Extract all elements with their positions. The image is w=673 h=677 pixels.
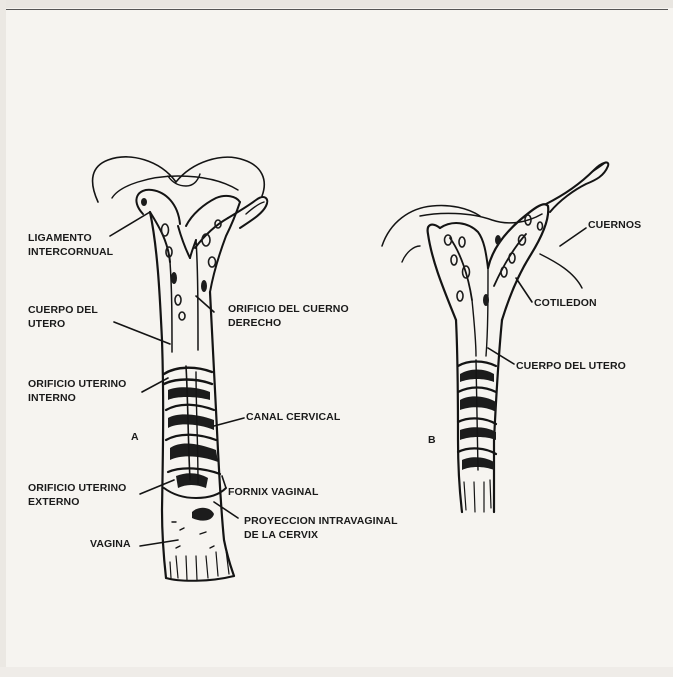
label-fornix-vaginal: FORNIX VAGINAL bbox=[228, 485, 318, 499]
panel-letter-a: A bbox=[131, 430, 139, 444]
label-line: ORIFICIO DEL CUERNO bbox=[228, 302, 349, 316]
label-orificio-uterino-interno: ORIFICIO UTERINO INTERNO bbox=[28, 377, 126, 405]
label-cuernos: CUERNOS bbox=[588, 218, 641, 232]
label-line: COTILEDON bbox=[534, 296, 597, 310]
label-cuerpo-del-utero-a: CUERPO DEL UTERO bbox=[28, 303, 98, 331]
label-line: FORNIX VAGINAL bbox=[228, 485, 318, 499]
diagram-b-drawing bbox=[382, 162, 608, 512]
label-cotiledon: COTILEDON bbox=[534, 296, 597, 310]
label-line: CUERPO DEL UTERO bbox=[516, 359, 626, 373]
label-vagina: VAGINA bbox=[90, 537, 131, 551]
label-cuerpo-del-utero-b: CUERPO DEL UTERO bbox=[516, 359, 626, 373]
label-line: INTERCORNUAL bbox=[28, 245, 113, 259]
label-line: ORIFICIO UTERINO bbox=[28, 377, 126, 391]
diagram-a-drawing bbox=[93, 157, 268, 581]
cervix-rings-b bbox=[458, 360, 496, 470]
cervix-rings-a bbox=[164, 366, 220, 488]
label-line: DE LA CERVIX bbox=[244, 528, 398, 542]
label-line: INTERNO bbox=[28, 391, 126, 405]
label-line: EXTERNO bbox=[28, 495, 126, 509]
label-orificio-del-cuerno-derecho: ORIFICIO DEL CUERNO DERECHO bbox=[228, 302, 349, 330]
label-line: PROYECCION INTRAVAGINAL bbox=[244, 514, 398, 528]
label-line: B bbox=[428, 433, 436, 447]
label-line: ORIFICIO UTERINO bbox=[28, 481, 126, 495]
label-canal-cervical: CANAL CERVICAL bbox=[246, 410, 340, 424]
label-orificio-uterino-externo: ORIFICIO UTERINO EXTERNO bbox=[28, 481, 126, 509]
label-line: CANAL CERVICAL bbox=[246, 410, 340, 424]
panel-letter-b: B bbox=[428, 433, 436, 447]
label-line: DERECHO bbox=[228, 316, 349, 330]
label-line: CUERPO DEL bbox=[28, 303, 98, 317]
label-proyeccion-intravaginal: PROYECCION INTRAVAGINAL DE LA CERVIX bbox=[244, 514, 398, 542]
label-line: UTERO bbox=[28, 317, 98, 331]
label-ligamento-intercornual: LIGAMENTO INTERCORNUAL bbox=[28, 231, 113, 259]
label-line: VAGINA bbox=[90, 537, 131, 551]
spot bbox=[162, 224, 169, 236]
label-line: LIGAMENTO bbox=[28, 231, 113, 245]
label-line: A bbox=[131, 430, 139, 444]
label-line: CUERNOS bbox=[588, 218, 641, 232]
